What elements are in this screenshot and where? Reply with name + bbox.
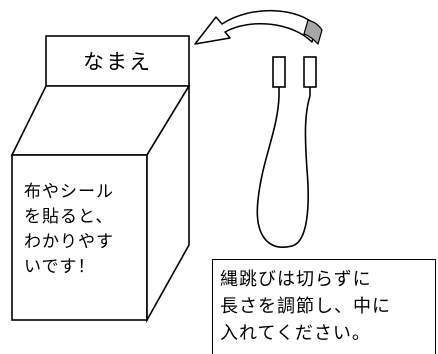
jump-rope-illustration (256, 56, 317, 248)
bag-tip-text: 布やシール を貼ると、 わかりやす いです！ (24, 180, 144, 280)
bag-side-face (146, 83, 190, 324)
curved-arrow-icon (194, 9, 323, 46)
name-tag-label: なまえ (83, 50, 152, 74)
bag-tip-line: いです！ (24, 257, 96, 277)
drawstring-bag-illustration (10, 35, 191, 324)
instruction-line: 長さを調節し、中に (220, 296, 391, 317)
bag-tip-line: 布やシール (24, 182, 114, 202)
name-tag-frame (45, 35, 190, 87)
rope-cord (256, 95, 311, 248)
instruction-line: 縄跳びは切らずに (220, 269, 372, 290)
bag-tip-line: わかりやす (24, 232, 114, 252)
rope-handle-right (303, 56, 317, 88)
rope-instruction-note: 縄跳びは切らずに 長さを調節し、中に 入れてください。 (212, 259, 436, 354)
bag-tip-line: を貼ると、 (24, 207, 114, 227)
instruction-line: 入れてください。 (220, 323, 371, 344)
rope-handle-left (272, 56, 286, 88)
bag-front-face (11, 154, 148, 321)
